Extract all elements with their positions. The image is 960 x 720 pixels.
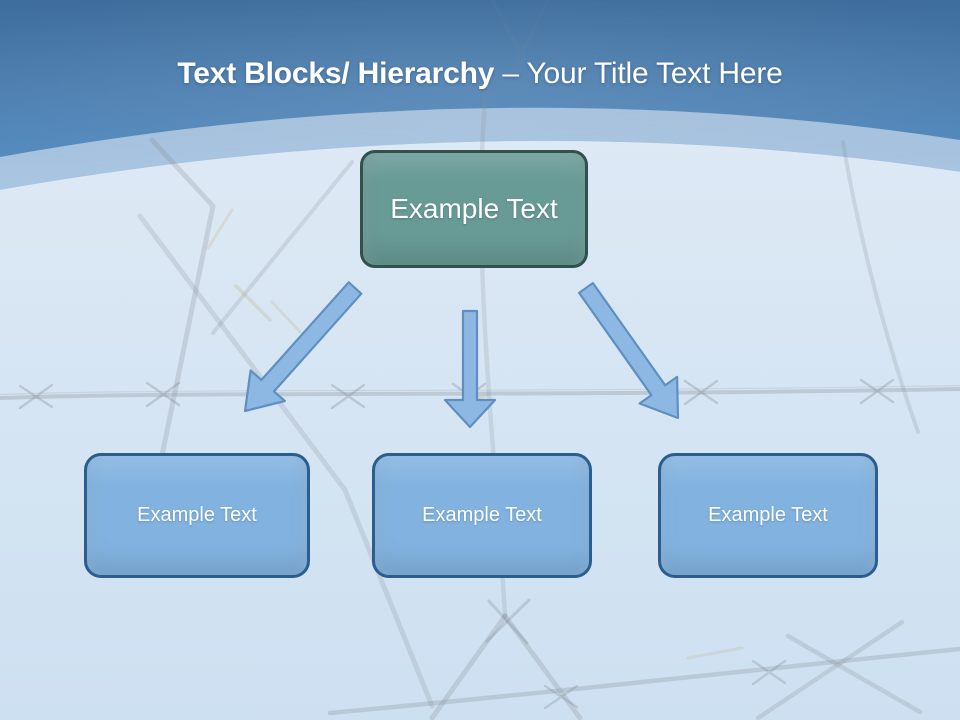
child-text-block-3-label: Example Text (708, 504, 828, 526)
child-text-block-1: Example Text (84, 453, 310, 578)
slide-title-emphasis: Text Blocks/ Hierarchy (177, 57, 495, 90)
slide-title: Text Blocks/ Hierarchy – Your Title Text… (0, 54, 960, 94)
child-text-block-1-label: Example Text (137, 504, 257, 526)
slide-title-rest: – Your Title Text Here (502, 57, 783, 90)
root-text-block: Example Text (360, 150, 588, 268)
child-text-block-2: Example Text (372, 453, 592, 578)
arrow-down-left-icon (243, 281, 363, 413)
arrow-down-icon (443, 309, 497, 429)
arrow-down-right-icon (578, 282, 680, 420)
root-text-block-label: Example Text (390, 193, 558, 224)
child-text-block-3: Example Text (658, 453, 878, 578)
child-text-block-2-label: Example Text (422, 504, 542, 526)
